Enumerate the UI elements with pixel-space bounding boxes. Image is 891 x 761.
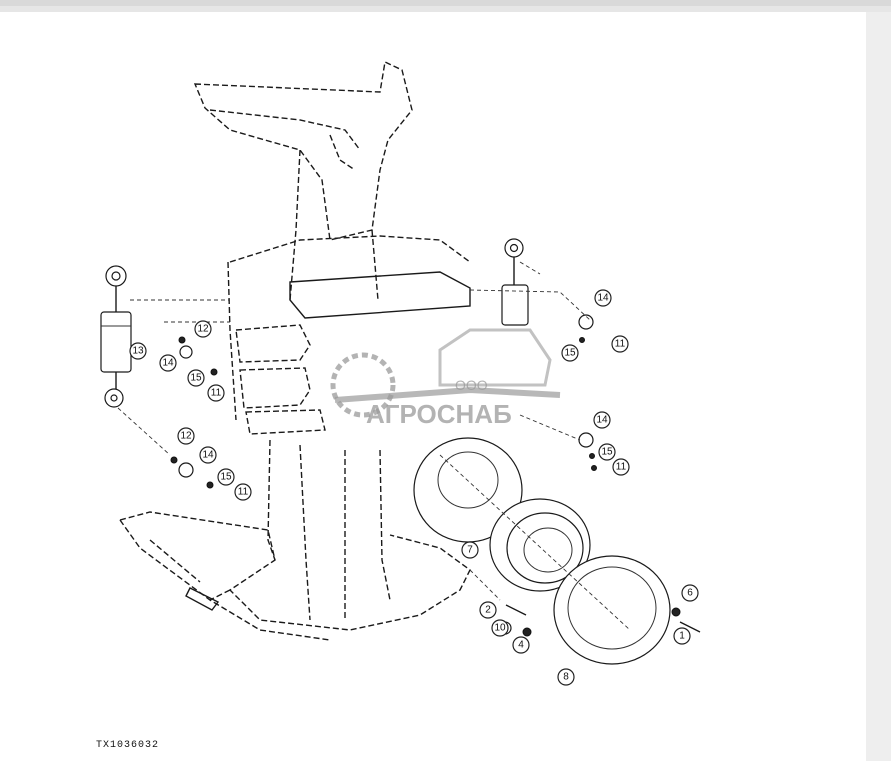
frame-structure [119, 60, 471, 641]
leader-lines [117, 261, 591, 601]
top-bar [0, 0, 891, 6]
svg-text:1: 1 [679, 631, 685, 642]
callout-4: 4 [512, 636, 530, 654]
callout-12-a: 12 [194, 320, 212, 338]
svg-text:15: 15 [601, 447, 613, 458]
watermark-company-name: АГРОСНАБ [366, 399, 512, 429]
svg-text:2: 2 [485, 605, 491, 616]
callout-13: 13 [129, 342, 147, 360]
svg-text:4: 4 [518, 640, 524, 651]
svg-text:11: 11 [211, 388, 222, 399]
callout-2: 2 [479, 601, 497, 619]
callout-1: 1 [673, 627, 691, 645]
svg-text:6: 6 [687, 588, 693, 599]
callout-14-b: 14 [199, 446, 217, 464]
watermark-company-type: ООО [455, 377, 488, 393]
svg-text:14: 14 [597, 293, 609, 304]
watermark: ООО АГРОСНАБ [330, 328, 561, 429]
exploded-parts-diagram: ООО АГРОСНАБ 1 2 4 6 7 8 10 11 11 11 11 … [100, 60, 701, 686]
tractor-icon [438, 328, 552, 387]
svg-text:11: 11 [615, 339, 626, 350]
svg-text:12: 12 [197, 324, 209, 335]
callout-15-b: 15 [217, 468, 235, 486]
hardware [170, 314, 701, 637]
svg-text:14: 14 [202, 450, 214, 461]
svg-text:11: 11 [616, 462, 627, 473]
svg-text:8: 8 [563, 672, 569, 683]
callout-12-b: 12 [177, 427, 195, 445]
callout-11-b: 11 [234, 483, 252, 501]
svg-text:15: 15 [190, 373, 202, 384]
svg-text:14: 14 [162, 358, 174, 369]
svg-text:7: 7 [467, 545, 473, 556]
callout-14-a: 14 [159, 354, 177, 372]
left-hydraulic-cylinder [100, 265, 132, 408]
callout-14-c: 14 [594, 289, 612, 307]
slewing-ring-assembly [413, 437, 671, 665]
diagram-sheet [0, 12, 866, 761]
callout-10: 10 [491, 619, 509, 637]
callout-15-d: 15 [598, 443, 616, 461]
svg-text:14: 14 [596, 415, 608, 426]
callout-15-c: 15 [561, 344, 579, 362]
scrollbar-track[interactable] [866, 12, 891, 761]
callout-11-a: 11 [207, 384, 225, 402]
figure-code: TX1036032 [96, 740, 160, 751]
callout-7: 7 [461, 541, 479, 559]
gear-icon [330, 352, 396, 418]
callout-11-d: 11 [612, 458, 630, 476]
svg-text:10: 10 [494, 623, 506, 634]
callout-14-d: 14 [593, 411, 611, 429]
svg-text:12: 12 [180, 431, 192, 442]
svg-text:11: 11 [238, 487, 249, 498]
svg-text:15: 15 [220, 472, 232, 483]
svg-text:15: 15 [564, 348, 576, 359]
callout-11-c: 11 [611, 335, 629, 353]
callout-6: 6 [681, 584, 699, 602]
swoosh-shape [334, 386, 561, 403]
svg-text:13: 13 [132, 346, 144, 357]
right-hydraulic-cylinder [501, 238, 529, 326]
callout-8: 8 [557, 668, 575, 686]
callout-15-a: 15 [187, 369, 205, 387]
